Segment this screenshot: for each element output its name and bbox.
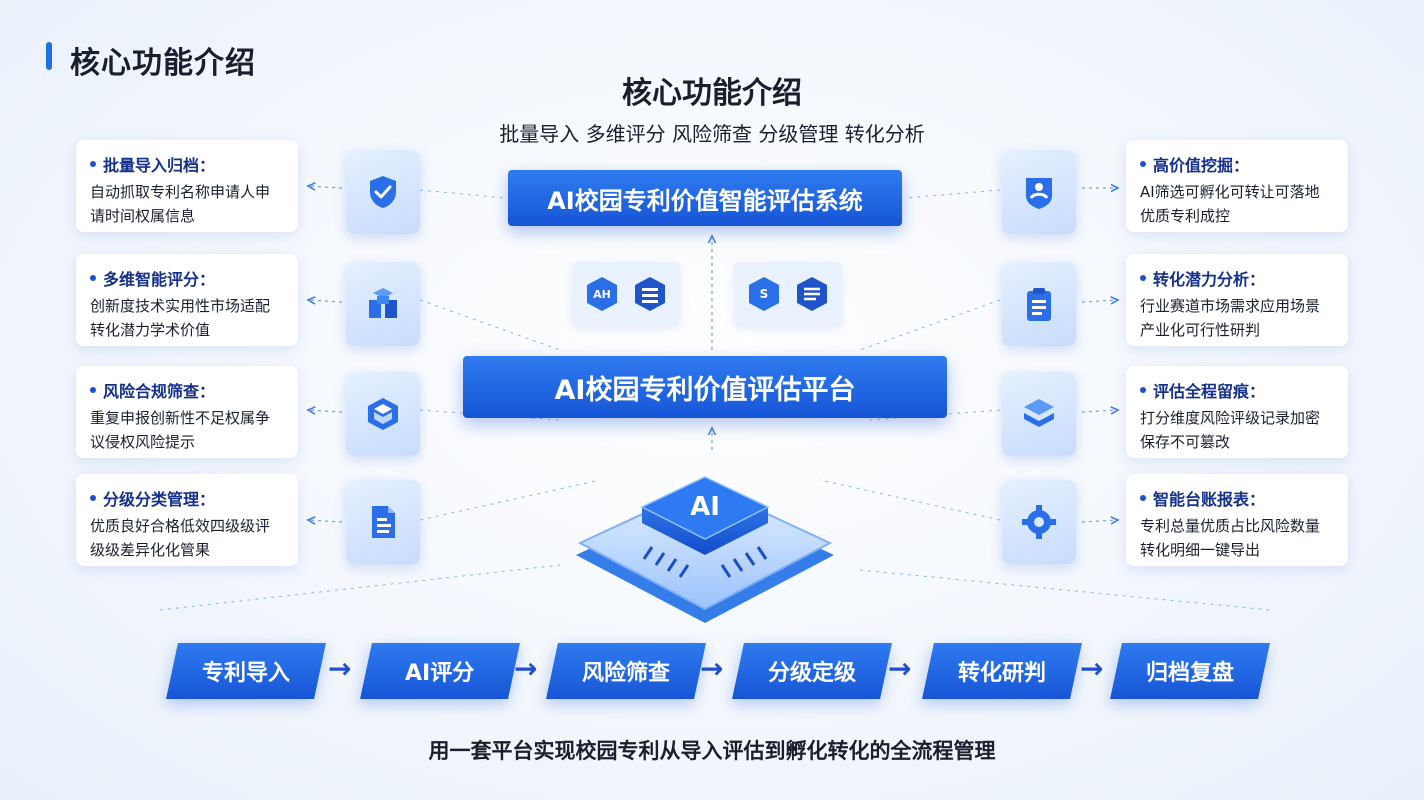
card-title: 转化潜力分析： — [1140, 266, 1334, 290]
flow-step-label: AI评分 — [405, 661, 475, 686]
clipboard-icon — [1002, 262, 1076, 346]
flow-step-label: 归档复盘 — [1145, 661, 1234, 686]
card-ledger-reports: 智能台账报表： 专利总量优质占比风险数量转化明细一键导出 — [1126, 474, 1348, 566]
flow-arrow: → — [700, 652, 724, 685]
shield-badge-icon — [1002, 150, 1076, 234]
flow-arrow: → — [1080, 652, 1104, 685]
shield-check-icon — [346, 150, 420, 234]
cube-stack-icon — [346, 262, 420, 346]
flow-step-ai-scoring: AI评分 — [360, 643, 520, 699]
card-title: 多维智能评分： — [90, 266, 284, 290]
flow-step-label: 转化研判 — [957, 661, 1046, 686]
card-grade-management: 分级分类管理： 优质良好合格低效四级级评级级差异化化管果 — [76, 474, 298, 566]
s-hex-icon: S — [744, 274, 784, 314]
card-multi-scoring: 多维智能评分： 创新度技术实用性市场适配转化潜力学术价值 — [76, 254, 298, 346]
card-title: 评估全程留痕： — [1140, 378, 1334, 402]
diagram-subtitle: 批量导入 多维评分 风险筛查 分级管理 转化分析 — [499, 122, 925, 146]
card-description: 创新度技术实用性市场适配转化潜力学术价值 — [90, 297, 271, 339]
page-title: 核心功能介绍 — [70, 46, 256, 81]
card-description: 专利总量优质占比风险数量转化明细一键导出 — [1140, 517, 1321, 559]
list-hex-icon — [792, 274, 832, 314]
card-description: 优质良好合格低效四级级评级级差异化化管果 — [90, 517, 271, 559]
card-description: AI筛选可孵化可转让可落地优质专利成控 — [1140, 183, 1320, 225]
card-title: 分级分类管理： — [90, 486, 284, 510]
flow-step-archive-review: 归档复盘 — [1110, 643, 1270, 699]
flow-arrow: → — [888, 652, 912, 685]
card-risk-screening: 风险合规筛查： 重复申报创新性不足权属争议侵权风险提示 — [76, 366, 298, 458]
document-icon — [346, 480, 420, 564]
card-batch-import: 批量导入归档： 自动抓取专利名称申请人申请时间权属信息 — [76, 140, 298, 232]
database-icon — [630, 274, 670, 314]
card-title: 风险合规筛查： — [90, 378, 284, 402]
box-icon — [346, 372, 420, 456]
system-box: AI校园专利价值智能评估系统 — [508, 170, 902, 226]
header-accent-bar — [46, 42, 52, 70]
ai-hex-label: AH — [593, 288, 611, 301]
flow-step-label: 专利导入 — [201, 661, 290, 686]
card-title: 智能台账报表： — [1140, 486, 1334, 510]
platform-box: AI校园专利价值评估平台 — [463, 356, 947, 418]
layers-icon — [1002, 372, 1076, 456]
flow-arrow: → — [328, 652, 352, 685]
flow-step-label: 分级定级 — [767, 661, 856, 686]
diagram-title: 核心功能介绍 — [622, 76, 802, 111]
flow-step-grading: 分级定级 — [732, 643, 892, 699]
mini-panel-right: S — [734, 262, 842, 326]
gear-icon — [1002, 480, 1076, 564]
flow-step-risk-screening: 风险筛查 — [546, 643, 706, 699]
ai-hex-icon: AH — [582, 274, 622, 314]
card-description: 自动抓取专利名称申请人申请时间权属信息 — [90, 183, 271, 225]
flow-step-patent-import: 专利导入 — [166, 643, 326, 699]
flow-arrow: → — [514, 652, 538, 685]
flow-step-conversion-review: 转化研判 — [922, 643, 1082, 699]
chip-label: AI — [690, 492, 720, 522]
footer-caption: 用一套平台实现校园专利从导入评估到孵化转化的全流程管理 — [428, 739, 996, 763]
ai-chip-illustration: AI — [572, 455, 838, 625]
mini-panel-left: AH — [572, 262, 680, 326]
card-title: 批量导入归档： — [90, 152, 284, 176]
card-description: 打分维度风险评级记录加密保存不可篡改 — [1140, 409, 1321, 451]
card-description: 重复申报创新性不足权属争议侵权风险提示 — [90, 409, 271, 451]
s-hex-label: S — [760, 287, 769, 301]
card-conversion-analysis: 转化潜力分析： 行业赛道市场需求应用场景产业化可行性研判 — [1126, 254, 1348, 346]
card-description: 行业赛道市场需求应用场景产业化可行性研判 — [1140, 297, 1321, 339]
card-high-value-mining: 高价值挖掘： AI筛选可孵化可转让可落地优质专利成控 — [1126, 140, 1348, 232]
card-audit-trail: 评估全程留痕： 打分维度风险评级记录加密保存不可篡改 — [1126, 366, 1348, 458]
card-title: 高价值挖掘： — [1140, 152, 1334, 176]
flow-step-label: 风险筛查 — [581, 661, 670, 686]
